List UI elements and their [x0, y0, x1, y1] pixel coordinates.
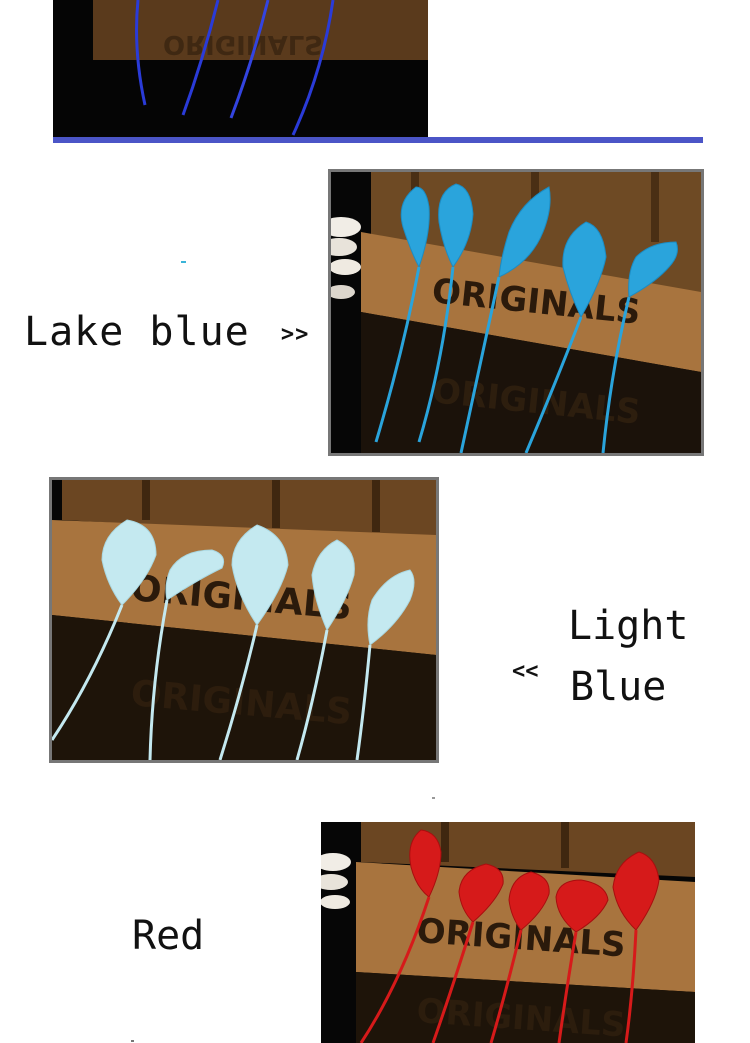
- lake-blue-label: Lake blue >>: [24, 309, 309, 355]
- arrow-right-icon: >>: [280, 321, 310, 347]
- lake-blue-text: Lake blue: [24, 309, 250, 355]
- decorative-dot: [181, 261, 186, 263]
- red-label: Red: [132, 913, 205, 959]
- flower-decoration: [331, 217, 361, 299]
- lake-blue-feather-photo: ORIGINALS ORIGINALS: [328, 169, 704, 456]
- section-divider: [53, 137, 703, 143]
- flower-decoration: [321, 853, 351, 909]
- box-reflection-text: ORIGINALS: [163, 29, 323, 59]
- top-feather-photo: ORIGINALS: [53, 0, 428, 141]
- light-blue-feather-photo: ORIGINALS ORIGINALS: [49, 477, 439, 763]
- arrow-left-icon: <<: [512, 659, 539, 684]
- decorative-dot: [432, 797, 435, 799]
- red-feather-photo: ORIGINALS ORIGINALS: [321, 822, 695, 1043]
- light-blue-label-line2: Blue: [570, 664, 667, 710]
- light-blue-label-line1: Light: [568, 603, 689, 649]
- decorative-dot: [131, 1040, 134, 1042]
